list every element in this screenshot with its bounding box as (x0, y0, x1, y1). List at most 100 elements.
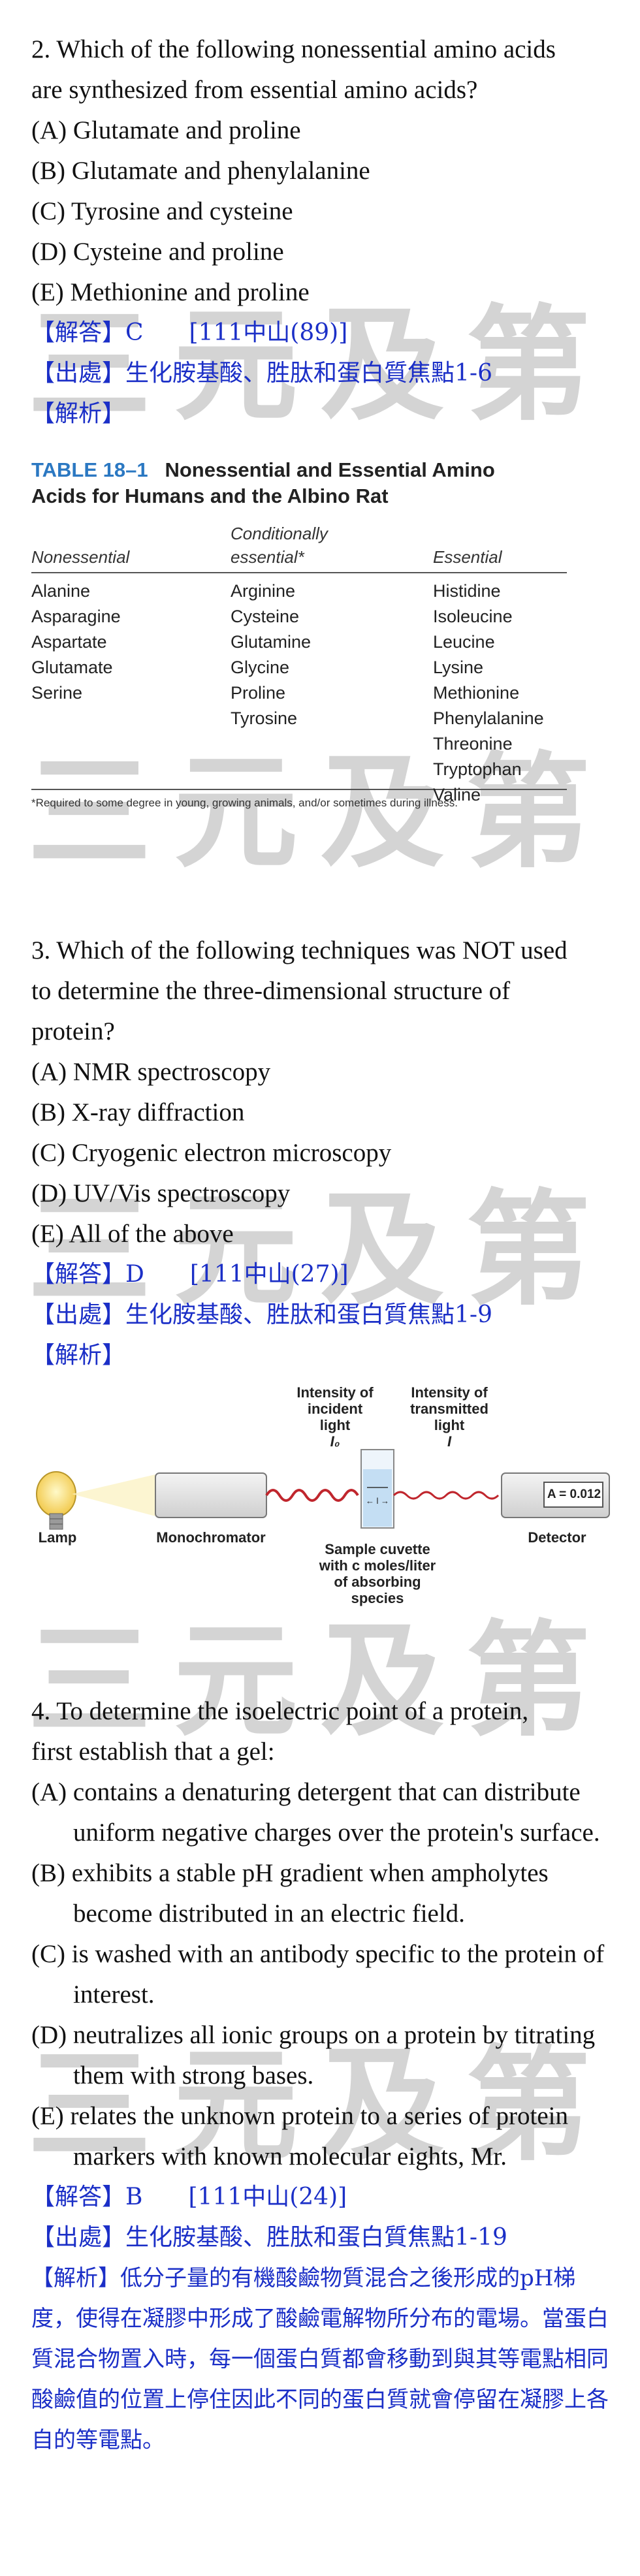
amino-acid-table: TABLE 18–1 Nonessential and Essential Am… (31, 457, 567, 810)
incident-light-label: Intensity of incident light I₀ (293, 1384, 377, 1450)
absorbance-display (543, 1482, 603, 1508)
explanation-text: 【解析】低分子量的有機酸鹼物質混合之後形成的pH梯度，使得在凝膠中形成了酸鹼電解… (31, 2265, 609, 2453)
option-d: (D) Cysteine and proline (31, 238, 284, 266)
source-line: 【出處】生化胺基酸、胜肽和蛋白質焦點1-6 (31, 360, 492, 387)
table-cell: Glutamine (231, 632, 312, 652)
table-body: Alanine Asparagine Aspartate Glutamate S… (31, 573, 567, 804)
incident-light-wave (265, 1489, 359, 1502)
table-cell: Cysteine (231, 607, 300, 626)
cuvette-label: Sample cuvette with c moles/liter of abs… (312, 1541, 443, 1606)
label-line: transmitted (410, 1401, 488, 1417)
option-d: (D) neutralizes all ionic groups on a pr… (31, 2021, 596, 2090)
source-line: 【出處】生化胺基酸、胜肽和蛋白質焦點1-19 (31, 2224, 507, 2251)
lamp-label: Lamp (38, 1529, 77, 1546)
table-cell: Proline (231, 683, 286, 703)
table-header: Nonessential Conditionally essential* Es… (31, 516, 567, 573)
table-cell: Leucine (433, 632, 495, 652)
label-line: species (351, 1590, 404, 1606)
absorbance-readout: A = 0.012 (547, 1487, 601, 1501)
header-nonessential: Nonessential (31, 547, 130, 567)
question-stem: to determine the three-dimensional struc… (31, 977, 511, 1005)
option-b: (B) exhibits a stable pH gradient when a… (31, 1859, 549, 1928)
table-cell: Asparagine (31, 607, 121, 626)
question-stem: first establish that a gel: (31, 1738, 275, 1766)
table-title-line: Nonessential and Essential Amino (165, 458, 495, 481)
table-title-line: Acids for Humans and the Albino Rat (31, 485, 389, 507)
question-4: 4. To determine the isoelectric point of… (31, 1691, 619, 2460)
table-cell: Glycine (231, 658, 290, 677)
question-3: 3. Which of the following techniques was… (31, 930, 619, 1376)
label-line: of absorbing (334, 1574, 421, 1590)
question-stem: 3. Which of the following techniques was… (31, 936, 568, 964)
question-stem: 4. To determine the isoelectric point of… (31, 1697, 529, 1725)
column-conditional: Arginine Cysteine Glutamine Glycine Prol… (231, 579, 311, 731)
option-c: (C) Tyrosine and cysteine (31, 197, 293, 225)
monochromator-label: Monochromator (156, 1529, 266, 1546)
detector-label: Detector (528, 1529, 586, 1546)
explanation-label: 【解析】 (31, 1342, 126, 1369)
answer-line: 【解答】C [111中山(89)] (31, 313, 619, 353)
question-stem: 2. Which of the following nonessential a… (31, 35, 556, 63)
table-cell: Histidine (433, 581, 501, 601)
table-cell: Methionine (433, 683, 520, 703)
table-cell: Threonine (433, 734, 513, 754)
table-number: TABLE 18–1 (31, 458, 148, 481)
option-e: (E) Methionine and proline (31, 278, 310, 306)
answer-reference: [111中山(24)] (188, 2184, 347, 2210)
header-conditional: essential* (231, 547, 304, 567)
option-b: (B) Glutamate and phenylalanine (31, 157, 370, 185)
question-stem: are synthesized from essential amino aci… (31, 76, 478, 104)
table-footnote: *Required to some degree in young, growi… (31, 797, 458, 809)
answer-line: 【解答】D [111中山(27)] (31, 1254, 619, 1295)
label-line: I₀ (330, 1433, 340, 1450)
lamp-icon (36, 1471, 76, 1530)
option-a: (A) NMR spectroscopy (31, 1058, 271, 1086)
option-a: (A) Glutamate and proline (31, 116, 301, 144)
answer-reference: [111中山(27)] (189, 1261, 349, 1288)
option-e: (E) All of the above (31, 1220, 234, 1248)
option-b: (B) X-ray diffraction (31, 1098, 245, 1126)
answer-label: 【解答】D (31, 1261, 144, 1288)
label-line: Intensity of (411, 1384, 488, 1401)
label-line: Intensity of (296, 1384, 374, 1401)
table-cell: Serine (31, 683, 83, 703)
question-stem: protein? (31, 1017, 115, 1045)
table-cell: Aspartate (31, 632, 107, 652)
table-cell: Isoleucine (433, 607, 513, 626)
column-nonessential: Alanine Asparagine Aspartate Glutamate S… (31, 579, 121, 706)
table-cell: Valine (433, 785, 481, 804)
table-cell: Arginine (231, 581, 296, 601)
label-line: with c moles/liter (319, 1557, 436, 1574)
table-cell: Lysine (433, 658, 484, 677)
header-conditional: Conditionally (231, 524, 328, 543)
label-line: I (447, 1433, 452, 1450)
path-length-label: ← l → (365, 1496, 390, 1506)
answer-reference: [111中山(89)] (189, 319, 348, 346)
table-cell: Glutamate (31, 658, 113, 677)
sample-cuvette-icon (360, 1449, 394, 1529)
spectrophotometer-graphic (36, 1449, 610, 1530)
source-line: 【出處】生化胺基酸、胜肽和蛋白質焦點1-9 (31, 1301, 492, 1328)
option-d: (D) UV/Vis spectroscopy (31, 1179, 291, 1207)
transmitted-light-wave (392, 1491, 500, 1500)
table-cell: Tryptophan (433, 759, 522, 779)
column-essential: Histidine Isoleucine Leucine Lysine Meth… (433, 579, 544, 808)
answer-line: 【解答】B [111中山(24)] (31, 2177, 619, 2218)
option-e: (E) relates the unknown protein to a ser… (31, 2102, 568, 2171)
option-a: (A) contains a denaturing detergent that… (31, 1778, 600, 1847)
transmitted-light-label: Intensity of transmitted light I (400, 1384, 498, 1450)
label-line: incident (307, 1401, 363, 1417)
label-line: light (434, 1417, 465, 1433)
table-title: TABLE 18–1 Nonessential and Essential Am… (31, 457, 567, 509)
option-c: (C) is washed with an antibody specific … (31, 1940, 605, 2009)
label-line: Sample cuvette (325, 1541, 430, 1557)
question-2: 2. Which of the following nonessential a… (31, 29, 619, 434)
label-line: light (319, 1417, 351, 1433)
answer-label: 【解答】C (31, 319, 144, 346)
table-cell: Tyrosine (231, 708, 298, 728)
answer-label: 【解答】B (31, 2184, 143, 2210)
table-cell: Alanine (31, 581, 91, 601)
explanation-label: 【解析】 (31, 400, 126, 427)
monochromator-box (155, 1472, 267, 1518)
option-c: (C) Cryogenic electron microscopy (31, 1139, 392, 1167)
